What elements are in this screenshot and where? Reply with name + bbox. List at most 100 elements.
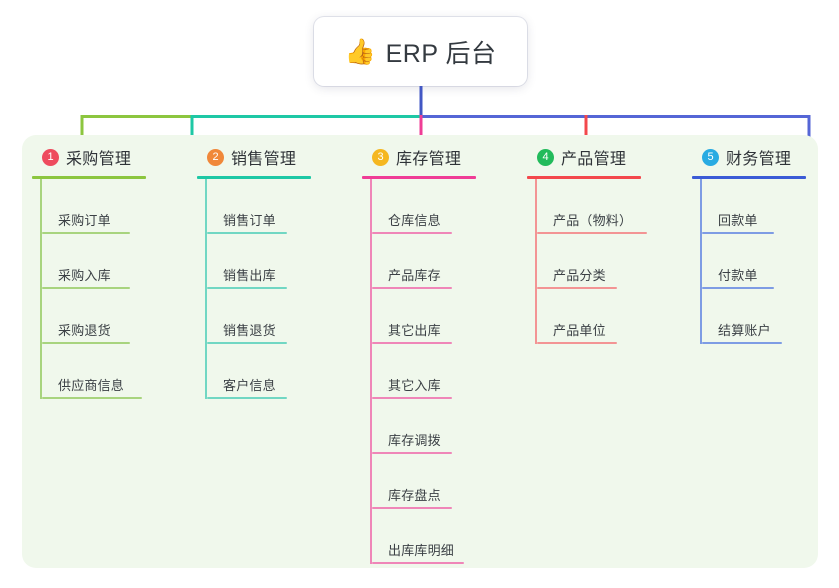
leaf-item-label: 产品库存 bbox=[388, 268, 441, 283]
branch-badge-2: 2 bbox=[207, 148, 224, 166]
leaf-item[interactable]: 库存调拨 bbox=[370, 399, 476, 454]
branch-title: 财务管理 bbox=[726, 151, 792, 168]
leaf-item-label: 采购订单 bbox=[58, 213, 111, 228]
branch-spine bbox=[40, 179, 42, 399]
leaf-item-label: 库存调拨 bbox=[388, 433, 441, 448]
branch-column-4: 4 产品管理产品（物料） 产品分类产品单位 bbox=[527, 145, 647, 344]
leaf-item-label: 产品分类 bbox=[553, 268, 606, 283]
leaf-item[interactable]: 付款单 bbox=[700, 234, 806, 289]
leaf-item-label: 客户信息 bbox=[223, 378, 276, 393]
leaf-item[interactable]: 采购订单 bbox=[40, 179, 146, 234]
branch-title: 库存管理 bbox=[396, 151, 462, 168]
leaf-item-rule bbox=[372, 507, 452, 509]
branch-column-2: 2 销售管理销售订单销售出库销售退货客户信息 bbox=[197, 145, 311, 399]
branch-spine bbox=[700, 179, 702, 344]
branch-header-rule bbox=[362, 176, 476, 179]
leaf-item-rule bbox=[372, 397, 452, 399]
branch-header-rule bbox=[692, 176, 806, 179]
branch-badge-3: 3 bbox=[372, 148, 389, 166]
branch-leaf-list: 回款单付款单结算账户 bbox=[692, 179, 806, 344]
leaf-item[interactable]: 采购退货 bbox=[40, 289, 146, 344]
leaf-item[interactable]: 其它入库 bbox=[370, 344, 476, 399]
leaf-item-rule bbox=[42, 232, 130, 234]
branch-header-2[interactable]: 2 销售管理 bbox=[197, 145, 311, 169]
leaf-item-rule bbox=[207, 232, 287, 234]
leaf-item-label: 出库库明细 bbox=[388, 543, 455, 558]
leaf-item[interactable]: 销售订单 bbox=[205, 179, 311, 234]
branch-column-1: 1 采购管理采购订单采购入库采购退货供应商信息 bbox=[32, 145, 146, 399]
leaf-item-rule bbox=[207, 397, 287, 399]
branches-panel bbox=[22, 135, 818, 568]
leaf-item[interactable]: 客户信息 bbox=[205, 344, 311, 399]
branch-badge-5: 5 bbox=[702, 148, 719, 166]
branch-leaf-list: 销售订单销售出库销售退货客户信息 bbox=[197, 179, 311, 399]
branch-leaf-list: 产品（物料） 产品分类产品单位 bbox=[527, 179, 647, 344]
branch-column-5: 5 财务管理回款单付款单结算账户 bbox=[692, 145, 806, 344]
leaf-item-rule bbox=[207, 287, 287, 289]
leaf-item[interactable]: 产品分类 bbox=[535, 234, 641, 289]
leaf-item-rule bbox=[702, 232, 774, 234]
leaf-item[interactable]: 销售退货 bbox=[205, 289, 311, 344]
leaf-item[interactable]: 采购入库 bbox=[40, 234, 146, 289]
leaf-item-label: 结算账户 bbox=[718, 323, 771, 338]
leaf-item-rule bbox=[702, 342, 782, 344]
leaf-item-rule bbox=[207, 342, 287, 344]
leaf-item-rule bbox=[42, 287, 130, 289]
leaf-item-rule bbox=[537, 342, 617, 344]
leaf-item[interactable]: 回款单 bbox=[700, 179, 806, 234]
branch-header-4[interactable]: 4 产品管理 bbox=[527, 145, 641, 169]
root-node[interactable]: 👍 ERP 后台 bbox=[314, 17, 527, 86]
branch-header-rule bbox=[32, 176, 146, 179]
branch-title: 采购管理 bbox=[66, 151, 132, 168]
leaf-item-rule bbox=[702, 287, 774, 289]
leaf-item-rule bbox=[42, 342, 130, 344]
branch-title: 销售管理 bbox=[231, 151, 297, 168]
branch-badge-4: 4 bbox=[537, 148, 554, 166]
branch-header-3[interactable]: 3 库存管理 bbox=[362, 145, 476, 169]
leaf-item-label: 库存盘点 bbox=[388, 488, 441, 503]
connector-lines bbox=[80, 86, 811, 139]
leaf-item-label: 销售订单 bbox=[223, 213, 276, 228]
leaf-item-label: 采购退货 bbox=[58, 323, 111, 338]
leaf-item-label: 供应商信息 bbox=[58, 378, 125, 393]
leaf-item[interactable]: 产品库存 bbox=[370, 234, 476, 289]
branch-header-1[interactable]: 1 采购管理 bbox=[32, 145, 146, 169]
root-title: ERP 后台 bbox=[385, 39, 497, 68]
branch-column-3: 3 库存管理仓库信息产品库存其它出库其它入库库存调拨库存盘点出库库明细 bbox=[362, 145, 476, 564]
leaf-item-label: 仓库信息 bbox=[388, 213, 441, 228]
leaf-item[interactable]: 库存盘点 bbox=[370, 454, 476, 509]
leaf-item-rule bbox=[42, 397, 142, 399]
leaf-item-label: 其它入库 bbox=[388, 378, 441, 393]
branch-header-rule bbox=[527, 176, 641, 179]
branch-title: 产品管理 bbox=[561, 151, 627, 168]
branch-header-rule bbox=[197, 176, 311, 179]
leaf-item-rule bbox=[372, 232, 452, 234]
leaf-item[interactable]: 其它出库 bbox=[370, 289, 476, 344]
leaf-item-rule bbox=[537, 287, 617, 289]
leaf-item[interactable]: 仓库信息 bbox=[370, 179, 476, 234]
leaf-item[interactable]: 供应商信息 bbox=[40, 344, 146, 399]
leaf-item-label: 其它出库 bbox=[388, 323, 441, 338]
leaf-item-rule bbox=[372, 342, 452, 344]
leaf-item-label: 采购入库 bbox=[58, 268, 111, 283]
leaf-item-label: 回款单 bbox=[718, 213, 758, 228]
leaf-item[interactable]: 产品（物料） bbox=[535, 179, 647, 234]
branch-badge-1: 1 bbox=[42, 148, 59, 166]
leaf-item-label: 产品单位 bbox=[553, 323, 606, 338]
leaf-item-rule bbox=[372, 287, 452, 289]
leaf-item-label: 付款单 bbox=[718, 268, 758, 283]
leaf-item[interactable]: 结算账户 bbox=[700, 289, 806, 344]
leaf-item[interactable]: 产品单位 bbox=[535, 289, 641, 344]
leaf-item-label: 产品（物料） bbox=[553, 213, 633, 228]
branch-spine bbox=[370, 179, 372, 564]
branch-header-5[interactable]: 5 财务管理 bbox=[692, 145, 806, 169]
branch-leaf-list: 采购订单采购入库采购退货供应商信息 bbox=[32, 179, 146, 399]
leaf-item-rule bbox=[537, 232, 647, 234]
branch-spine bbox=[205, 179, 207, 399]
leaf-item-label: 销售退货 bbox=[223, 323, 276, 338]
leaf-item-rule bbox=[372, 452, 452, 454]
leaf-item-rule bbox=[372, 562, 464, 564]
leaf-item[interactable]: 销售出库 bbox=[205, 234, 311, 289]
leaf-item[interactable]: 出库库明细 bbox=[370, 509, 476, 564]
